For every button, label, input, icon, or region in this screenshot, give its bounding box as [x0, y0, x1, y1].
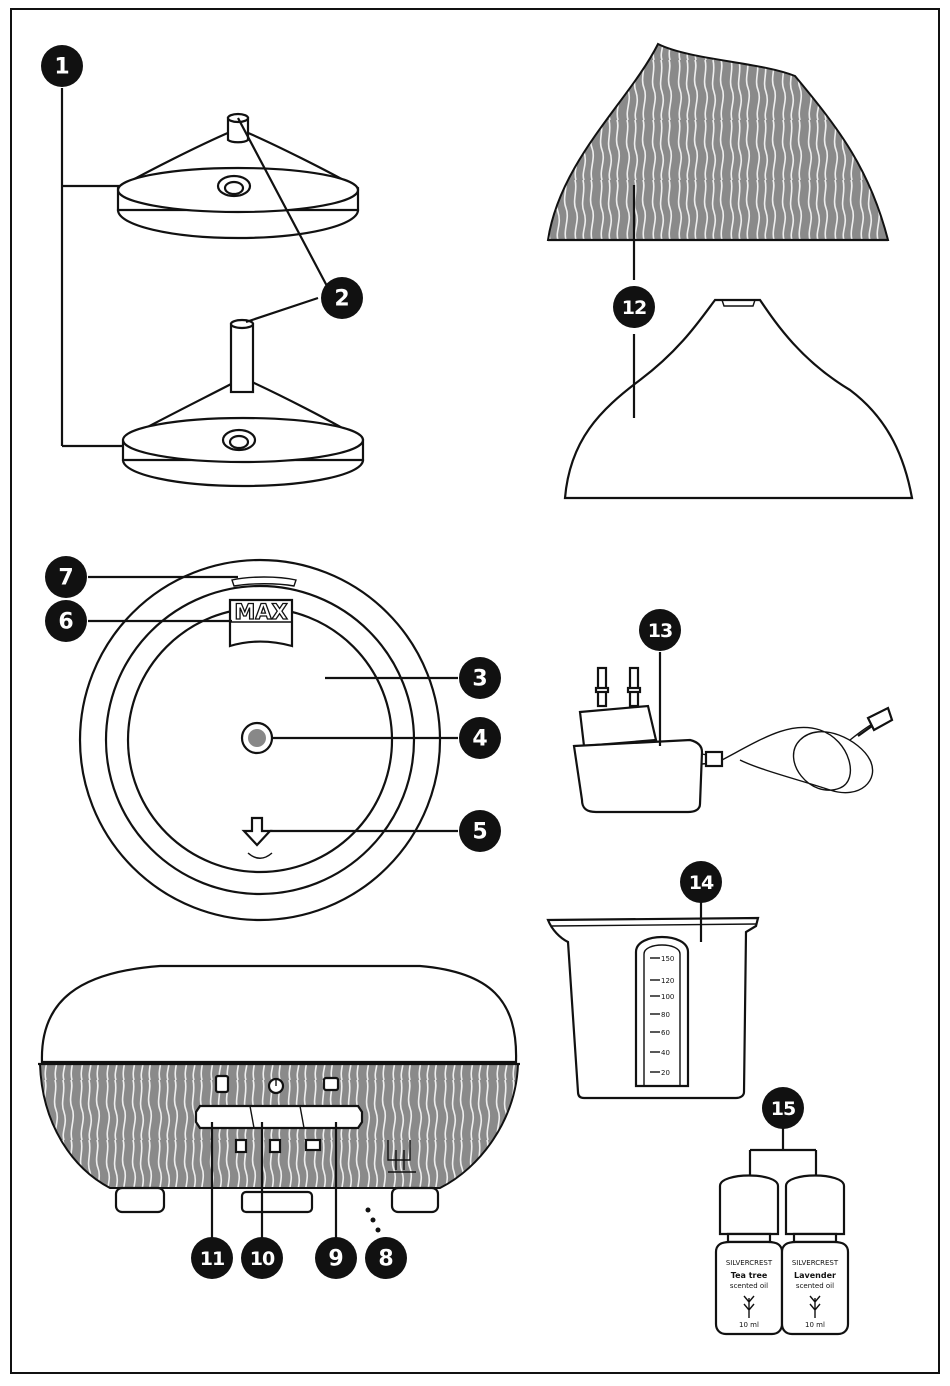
- nozzle-lower: [123, 320, 363, 486]
- scale-label-150: 150: [661, 955, 674, 963]
- svg-text:13: 13: [648, 620, 672, 642]
- bottle-2-desc: scented oil: [796, 1282, 834, 1290]
- callout-3: 3: [459, 657, 501, 699]
- scale-label-20: 20: [661, 1069, 670, 1077]
- callout-11: 11: [191, 1237, 233, 1279]
- callout-7: 7: [45, 556, 87, 598]
- callout-15-leader: [750, 1128, 816, 1176]
- callout-10: 10: [241, 1237, 283, 1279]
- svg-text:12: 12: [622, 297, 646, 319]
- scale-label-40: 40: [661, 1049, 670, 1057]
- oil-bottle-lavender: [782, 1176, 848, 1335]
- svg-text:6: 6: [58, 610, 73, 635]
- svg-text:4: 4: [472, 727, 487, 752]
- bottle-1-volume: 10 ml: [739, 1321, 759, 1329]
- callout-1: 1: [41, 45, 83, 87]
- bottle-2-name: Lavender: [794, 1271, 836, 1280]
- scale-label-60: 60: [661, 1029, 670, 1037]
- callout-2: 2: [321, 277, 363, 319]
- scale-label-120: 120: [661, 977, 674, 985]
- svg-text:1: 1: [54, 55, 69, 80]
- max-mark-label: MAX: [234, 600, 287, 624]
- callout-12: 12: [613, 286, 655, 328]
- svg-text:10: 10: [250, 1248, 275, 1270]
- callout-15: 15: [762, 1087, 804, 1129]
- bottle-1-name: Tea tree: [731, 1271, 768, 1280]
- nozzle-upper: [118, 114, 358, 238]
- cover-plain: [565, 300, 912, 498]
- callout-6: 6: [45, 600, 87, 642]
- diffuser-assembled: [38, 966, 520, 1233]
- svg-text:15: 15: [771, 1098, 795, 1120]
- svg-text:11: 11: [200, 1248, 224, 1270]
- svg-text:8: 8: [378, 1247, 393, 1272]
- bottle-1-brand: SILVERCREST: [726, 1259, 773, 1267]
- svg-text:3: 3: [472, 667, 487, 692]
- svg-text:9: 9: [328, 1247, 343, 1272]
- measuring-cup: [548, 918, 758, 1098]
- bottle-2-brand: SILVERCREST: [792, 1259, 839, 1267]
- power-adapter: [574, 668, 892, 812]
- callout-8: 8: [365, 1237, 407, 1279]
- scale-label-80: 80: [661, 1011, 670, 1019]
- bottle-1-desc: scented oil: [730, 1282, 768, 1290]
- scale-label-100: 100: [661, 993, 674, 1001]
- callout-9: 9: [315, 1237, 357, 1279]
- callout-4: 4: [459, 717, 501, 759]
- callout-1-leader: [62, 88, 124, 446]
- bottle-2-volume: 10 ml: [805, 1321, 825, 1329]
- oil-bottle-tea-tree: [716, 1176, 782, 1335]
- callout-5: 5: [459, 810, 501, 852]
- cover-wood: [548, 44, 888, 240]
- svg-text:5: 5: [472, 820, 487, 845]
- callout-14: 14: [680, 861, 722, 903]
- svg-text:2: 2: [334, 287, 349, 312]
- svg-text:7: 7: [58, 566, 73, 591]
- callout-13: 13: [639, 609, 681, 651]
- svg-text:14: 14: [689, 872, 714, 894]
